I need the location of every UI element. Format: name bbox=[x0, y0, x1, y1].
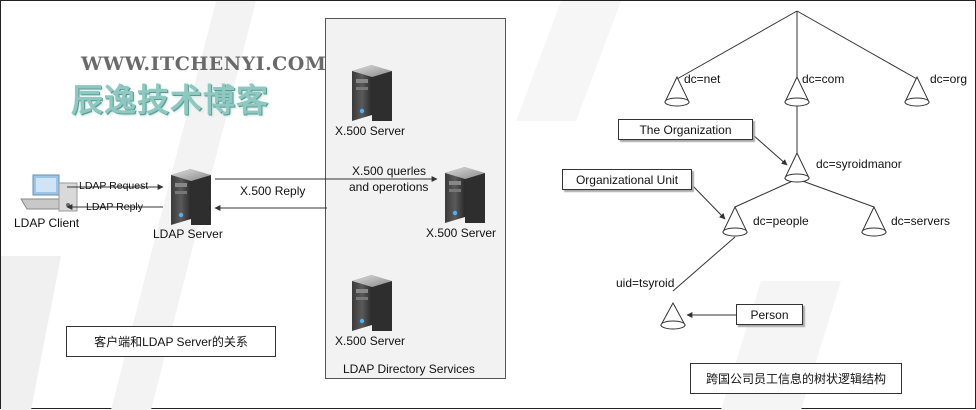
node-dc-people-label: dc=people bbox=[753, 214, 809, 228]
node-dc-syroidmanor-label: dc=syroidmanor bbox=[816, 157, 902, 171]
cone-dc-servers-icon bbox=[861, 205, 887, 237]
node-dc-servers-label: dc=servers bbox=[891, 214, 951, 228]
cone-dc-net-icon bbox=[664, 75, 690, 107]
node-dc-net-label: dc=net bbox=[684, 72, 721, 86]
x500-server-mid-icon bbox=[445, 167, 485, 223]
ldap-client-computer-icon bbox=[20, 174, 78, 212]
ldap-server-label: LDAP Server bbox=[153, 227, 223, 241]
ldap-server-icon bbox=[171, 169, 211, 225]
x500-server-bottom-icon bbox=[352, 275, 392, 331]
node-uid-tsyroid-label: uid=tsyroid bbox=[616, 276, 675, 290]
unit-callout-arrow bbox=[690, 183, 726, 220]
left-caption: 客户端和LDAP Server的关系 bbox=[66, 326, 276, 357]
x500-reply-label: X.500 Reply bbox=[240, 184, 306, 198]
node-dc-com-label: dc=com bbox=[802, 72, 845, 86]
cone-uid-tsyroid-icon bbox=[660, 301, 686, 330]
x500-query-label-line2: and operotions bbox=[349, 180, 429, 194]
x500-server-top-label: X.500 Server bbox=[335, 124, 406, 138]
directory-services-label: LDAP Directory Services bbox=[343, 362, 475, 376]
person-callout: Person bbox=[736, 304, 803, 325]
x500-query-label-line1: X.500 querles bbox=[352, 164, 427, 178]
cone-dc-com-icon bbox=[784, 75, 810, 107]
cone-dc-people-icon bbox=[722, 205, 748, 237]
ldap-request-label: LDAP Request bbox=[79, 180, 149, 192]
cone-dc-syroidmanor-icon bbox=[784, 151, 810, 183]
cone-dc-org-icon bbox=[904, 75, 930, 107]
watermark-name: 辰逸技术博客 bbox=[71, 81, 270, 119]
right-caption: 跨国公司员工信息的树状逻辑结构 bbox=[690, 363, 902, 394]
x500-server-mid-label: X.500 Server bbox=[426, 226, 497, 240]
ldap-client-label: LDAP Client bbox=[14, 216, 80, 230]
node-dc-org-label: dc=org bbox=[930, 72, 968, 86]
unit-callout: Organizational Unit bbox=[562, 169, 692, 190]
watermark-url: WWW.ITCHENYI.COM bbox=[81, 53, 327, 75]
x500-server-bottom-label: X.500 Server bbox=[335, 334, 406, 348]
organization-callout: The Organization bbox=[618, 119, 753, 140]
tree-edges bbox=[672, 10, 918, 292]
ldap-reply-label: LDAP Reply bbox=[86, 201, 144, 213]
organization-callout-arrow bbox=[752, 134, 788, 166]
x500-server-top-icon bbox=[352, 65, 392, 121]
